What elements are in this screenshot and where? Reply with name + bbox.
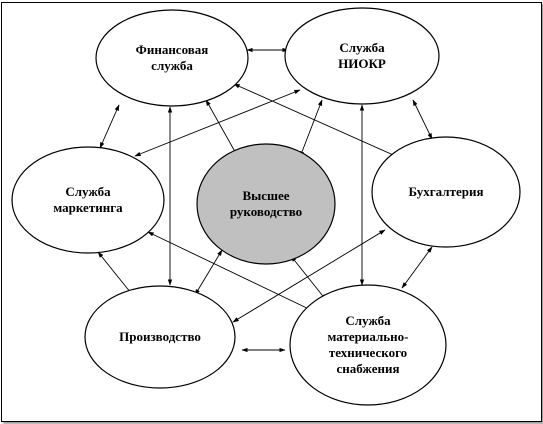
node-rnd-label-0: Служба — [339, 40, 385, 55]
node-rnd-ellipse — [284, 7, 440, 105]
arrow-rnd-accounting — [412, 99, 433, 140]
arrow-accounting-production — [232, 229, 386, 323]
node-supply-ellipse — [289, 284, 447, 406]
node-supply-label-3: снабжения — [337, 361, 400, 376]
node-supply-label-0: Служба — [345, 313, 391, 328]
arrow-rnd-management — [299, 99, 323, 158]
node-production-ellipse — [84, 285, 236, 389]
node-rnd-label-1: НИОКР — [338, 56, 386, 71]
arrow-management-supply — [290, 255, 327, 301]
node-finance-label-1: служба — [151, 58, 193, 73]
arrow-finance-marketing — [99, 104, 120, 149]
node-marketing-label-1: маркетинга — [53, 200, 123, 215]
node-supply-label-1: материально- — [328, 329, 409, 344]
node-accounting-label-0: Бухгалтерия — [409, 184, 484, 199]
node-marketing-label-0: Служба — [65, 184, 111, 199]
node-finance-ellipse — [95, 9, 249, 107]
node-supply-label-2: технического — [329, 345, 407, 360]
node-production-label-0: Производство — [119, 329, 201, 344]
node-management-label-0: Высшее — [242, 188, 289, 203]
departments: ФинансоваяслужбаСлужбаНИОКРСлужбамаркети… — [11, 7, 521, 406]
node-finance-label-0: Финансовая — [136, 42, 209, 57]
node-accounting: Бухгалтерия — [371, 136, 521, 248]
arrow-rnd-marketing — [134, 89, 301, 157]
arrow-management-production — [194, 249, 223, 296]
node-marketing-ellipse — [11, 146, 165, 254]
node-management-label-1: руководство — [230, 204, 302, 219]
node-accounting-ellipse — [371, 136, 521, 248]
node-management-ellipse — [196, 143, 336, 265]
arrow-accounting-supply — [401, 246, 433, 289]
connections — [97, 47, 433, 353]
arrow-finance-management — [205, 99, 239, 158]
node-production: Производство — [84, 285, 236, 389]
